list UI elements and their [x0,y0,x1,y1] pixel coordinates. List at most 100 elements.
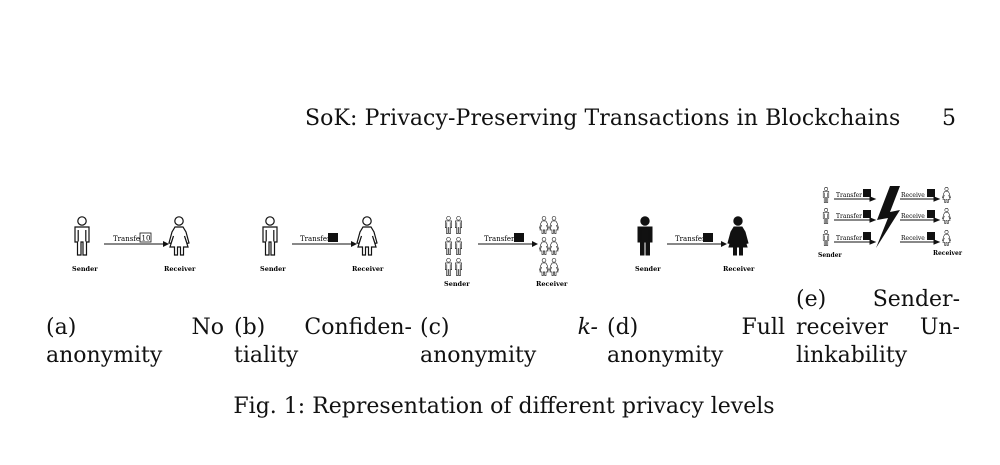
arrow-head-icon [721,241,727,247]
diagram-c: Transfer Sender Receiver [444,216,568,288]
receive-label: Receive [901,213,925,220]
receive-label: Receive [901,192,925,199]
transfer-label: Transfer [113,235,144,243]
subfigure-title-second: receiver [796,315,888,340]
sender-group [445,216,462,276]
running-head: SoK: Privacy-Preserving Transactions in … [0,106,1000,136]
subfigure-title-second: tiality [234,343,299,368]
receive-label: Receive [901,235,925,242]
subfigure-title-second: anonymity [46,343,163,368]
receiver-icon [549,216,559,234]
hidden-amount-icon [328,233,338,242]
sender-label: Sender [260,265,286,273]
diagram-a: Transfer 10 Sender Receiver [72,216,196,273]
receiver-icon [168,216,190,256]
receiver-icon [539,237,549,255]
sender-label: Sender [444,280,470,288]
amount-value: 10 [142,235,151,243]
sender-icon [822,208,830,224]
subfigure-caption: (a) No anonymity [46,314,224,370]
subfigure-e: Transfer Transfer Transfer Receive Recei… [796,180,974,370]
subfigure-title-third: linkability [796,343,908,368]
subfigure-label: (b) [234,315,266,340]
arrow-head-icon [532,241,538,247]
hidden-amount-icon [514,233,524,242]
transfer-label: Transfer [300,235,331,243]
diagram-e: Transfer Transfer Transfer Receive Recei… [818,186,963,259]
figure-caption-text: Representation of different privacy leve… [312,394,775,419]
subfigure-title-first: Sender- [872,287,960,312]
lightning-bolt-icon [876,186,900,248]
subfigure-c: Transfer Sender Receiver (c) k- anonymit… [420,180,598,370]
figure-caption-label: Fig. 1: [233,394,306,419]
sender-group [822,187,830,246]
sender-icon [822,187,830,203]
hidden-amount-icon [703,233,713,242]
transfer-label: Transfer [484,235,515,243]
receiver-icon [539,216,549,234]
subfigure-d: Transfer Sender Receiver (d) Full anonym… [607,180,785,370]
arrow-head-icon [351,241,357,247]
sender-icon [455,258,462,276]
subfigure-label: (c) [420,315,450,340]
transfer-label: Transfer [836,213,862,220]
subfigure-caption: (b) Confiden- tiality [234,314,412,370]
receiver-label: Receiver [723,265,755,273]
subfigure-title-first: Confiden- [304,315,412,340]
transfer-label: Transfer [836,235,862,242]
sender-icon [445,258,452,276]
subfigure-b: Transfer Sender Receiver (b) Confiden- t… [234,180,412,370]
sender-label: Sender [818,252,843,259]
sender-icon [74,216,90,256]
transfer-label: Transfer [675,235,706,243]
sender-icon [445,216,452,234]
receiver-icon [539,258,549,276]
transfer-arrows [834,196,877,245]
sender-label: Sender [635,265,661,273]
hidden-amount-icon [927,189,935,197]
receiver-group [539,216,559,276]
subfigure-caption: (c) k- anonymity [420,314,598,370]
sender-icon [262,216,278,256]
hidden-amount-icon [863,189,871,197]
receiver-label: Receiver [164,265,196,273]
sender-icon [822,230,830,246]
subfigure-label: (d) [607,315,639,340]
receiver-icon [727,216,749,256]
amount-box [139,232,152,243]
subfigure-a: Transfer 10 Sender Receiver (a) No anony… [46,180,224,370]
receive-arrows [900,196,941,245]
subfigure-caption: (d) Full anonymity [607,314,785,370]
subfigure-title-first: No [191,315,225,340]
receiver-group [942,187,951,246]
receiver-label: Receiver [933,250,963,257]
hidden-amount-icon [927,232,935,240]
sender-label: Sender [72,265,98,273]
diagram-b: Transfer Sender Receiver [260,216,384,273]
receiver-icon [942,187,951,203]
arrow-head-icon [163,241,169,247]
subfigure-title-first: Full [741,315,785,340]
sender-icon [637,216,653,256]
sender-icon [455,237,462,255]
subfigure-title-first: k- [577,315,598,340]
figure-caption: Fig. 1: Representation of different priv… [0,394,1000,419]
sender-icon [445,237,452,255]
subfigure-label: (a) [46,315,77,340]
subfigure-title-second: anonymity [420,343,537,368]
hidden-amount-icon [863,232,871,240]
subfigure-title-second: anonymity [607,343,724,368]
receiver-icon [942,208,951,224]
receiver-icon [942,230,951,246]
subfigure-caption: (e) Sender- receiver Un- linkability [796,286,960,370]
receiver-label: Receiver [352,265,384,273]
sender-icon [455,216,462,234]
hidden-amount-icon [863,210,871,218]
receiver-icon [356,216,378,256]
subfigure-label: (e) [796,287,827,312]
subfigure-title-second-b: Un- [919,315,960,340]
transfer-label: Transfer [836,192,862,199]
running-title: SoK: Privacy-Preserving Transactions in … [305,106,901,131]
receiver-icon [549,258,559,276]
page-number: 5 [942,106,956,131]
